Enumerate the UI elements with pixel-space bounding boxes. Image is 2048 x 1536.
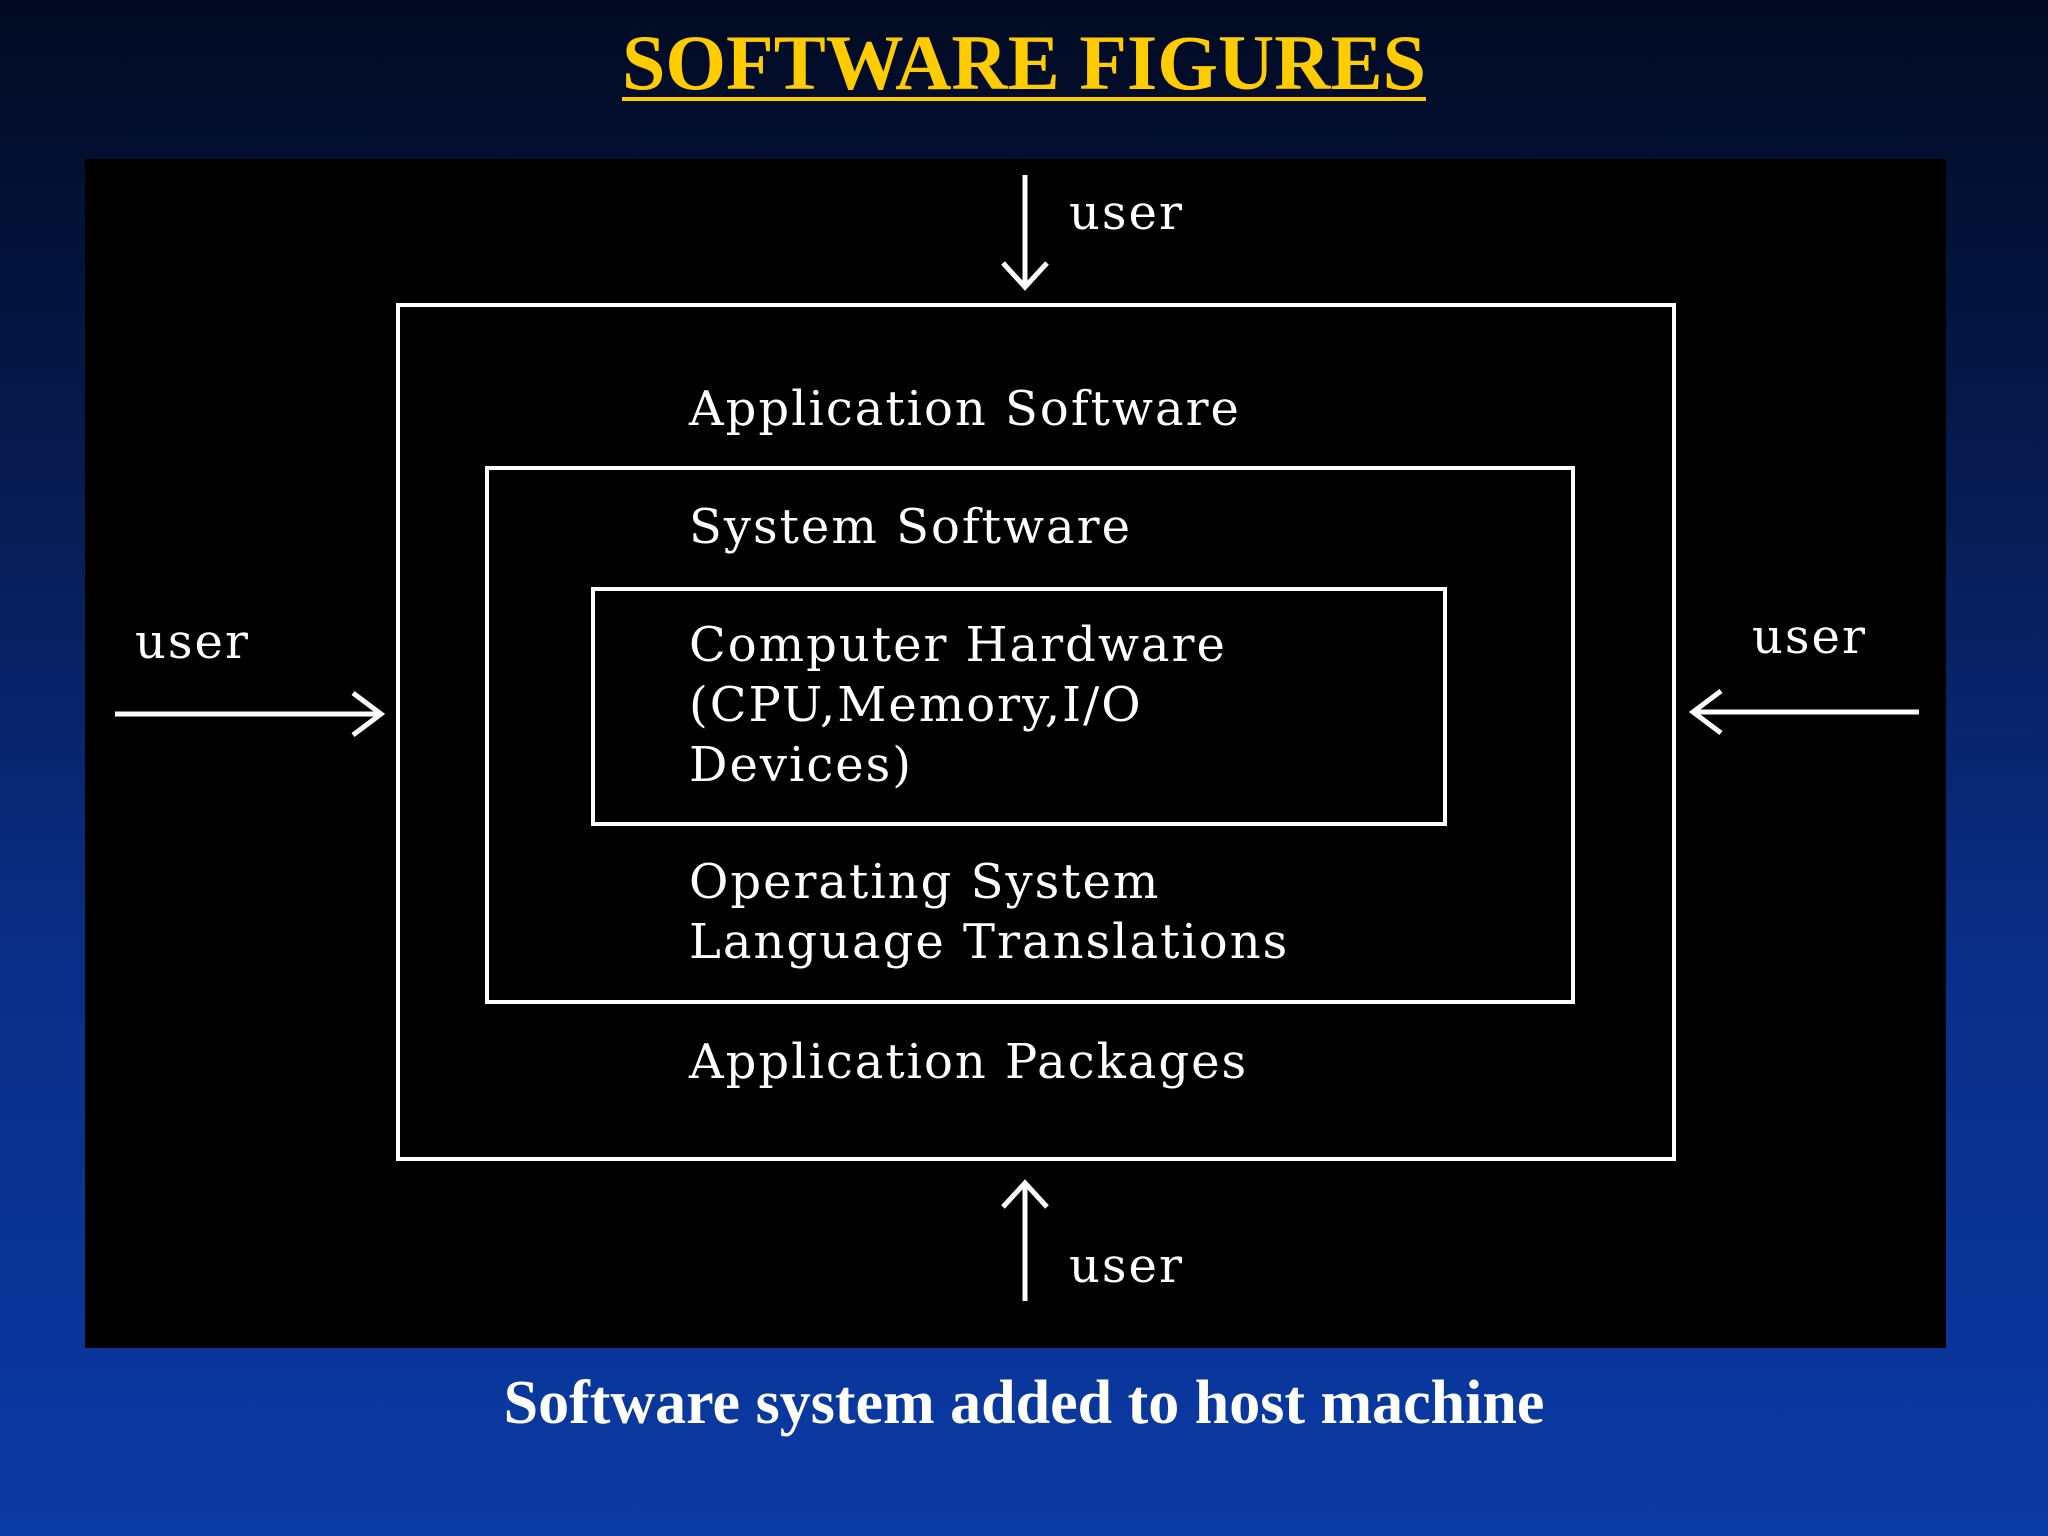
user-left-label: user <box>135 614 250 670</box>
system-software-box <box>485 466 1575 1004</box>
arrow-left-icon <box>1688 689 1919 735</box>
user-bottom-label: user <box>1069 1238 1184 1294</box>
slide-title: SOFTWARE FIGURES <box>622 19 1426 106</box>
application-software-box <box>396 303 1676 1161</box>
operating-system-label: Operating System Language Translations <box>689 854 1290 970</box>
computer-hardware-box <box>591 587 1447 826</box>
user-top-label: user <box>1069 185 1184 241</box>
system-software-label: System Software <box>689 499 1132 555</box>
arrow-down-icon <box>1001 175 1049 291</box>
user-right-label: user <box>1752 609 1867 665</box>
application-software-label: Application Software <box>689 381 1241 437</box>
arrow-right-icon <box>115 691 386 737</box>
computer-hardware-label: Computer Hardware (CPU,Memory,I/O Device… <box>689 617 1227 793</box>
application-packages-label: Application Packages <box>689 1034 1249 1090</box>
software-layers-diagram: Application Software System Software Com… <box>85 159 1946 1348</box>
diagram-caption: Software system added to host machine <box>503 1369 1545 1437</box>
arrow-up-icon <box>1001 1179 1049 1301</box>
